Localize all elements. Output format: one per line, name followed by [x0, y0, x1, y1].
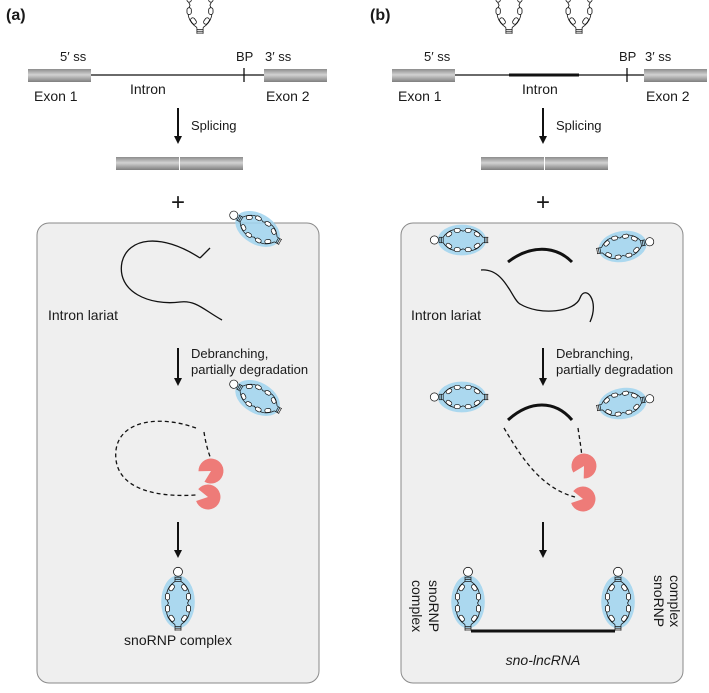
snorna-hairpin-1 [495, 0, 523, 35]
lariat-label: Intron lariat [48, 307, 118, 323]
lariat-label: Intron lariat [411, 307, 481, 323]
exon2-bar [264, 69, 327, 82]
three-ss-label: 3′ ss [645, 49, 672, 64]
three-ss-label: 3′ ss [265, 49, 292, 64]
svg-text:snoRNP: snoRNP [651, 575, 667, 627]
exon2-label: Exon 2 [266, 88, 310, 104]
snornp-label-left: snoRNP complex [409, 580, 442, 632]
snorna-hairpin-2 [565, 0, 593, 35]
panel-b-label: (b) [370, 7, 390, 24]
byproduct-box [36, 222, 320, 684]
debranching-label-1: Debranching, [191, 346, 268, 361]
five-ss-label: 5′ ss [424, 49, 451, 64]
exon2-bar [644, 69, 707, 82]
exon1-bar [28, 69, 91, 82]
lariat-loop [480, 269, 595, 323]
svg-text:complex: complex [667, 575, 683, 627]
spliced-exon1 [116, 157, 179, 170]
exon1-bar [392, 69, 455, 82]
byproduct-box [400, 222, 684, 684]
splicing-label: Splicing [556, 118, 602, 133]
panel-a-label: (a) [6, 7, 26, 24]
bp-label: BP [619, 49, 636, 64]
svg-text:complex: complex [409, 580, 425, 632]
snornp-label-right: snoRNP complex [651, 575, 683, 627]
degrading-strand [503, 427, 576, 498]
intron-label: Intron [522, 81, 558, 97]
snornp-complex-label: snoRNP complex [124, 632, 232, 648]
panel-b: (b) 5′ ss BP 3′ ss Exon 1 Intron Exon 2 … [370, 0, 707, 684]
svg-text:snoRNP: snoRNP [426, 580, 442, 632]
sno-lncrna-label: sno-lncRNA [506, 652, 581, 668]
plus-sign: + [536, 189, 550, 216]
debranching-label-2: partially degradation [556, 362, 673, 377]
degraded-bold-segment [506, 403, 574, 422]
plus-sign: + [171, 189, 185, 216]
spliced-exon2 [180, 157, 243, 170]
spliced-exon1 [481, 157, 544, 170]
degrading-strand [115, 420, 197, 497]
spliced-exon2 [545, 157, 608, 170]
debranching-label-2: partially degradation [191, 362, 308, 377]
bp-label: BP [236, 49, 253, 64]
splicing-label: Splicing [191, 118, 237, 133]
exon2-label: Exon 2 [646, 88, 690, 104]
snorna-hairpin [186, 0, 214, 35]
lariat-bold-segment [507, 247, 574, 264]
exon1-label: Exon 1 [34, 88, 78, 104]
intron-label: Intron [130, 81, 166, 97]
five-ss-label: 5′ ss [60, 49, 87, 64]
debranching-label-1: Debranching, [556, 346, 633, 361]
exon1-label: Exon 1 [398, 88, 442, 104]
lariat-loop [120, 240, 223, 321]
panel-a: (a) 5′ ss BP 3′ ss Exon 1 Intron Exon 2 … [6, 0, 327, 684]
